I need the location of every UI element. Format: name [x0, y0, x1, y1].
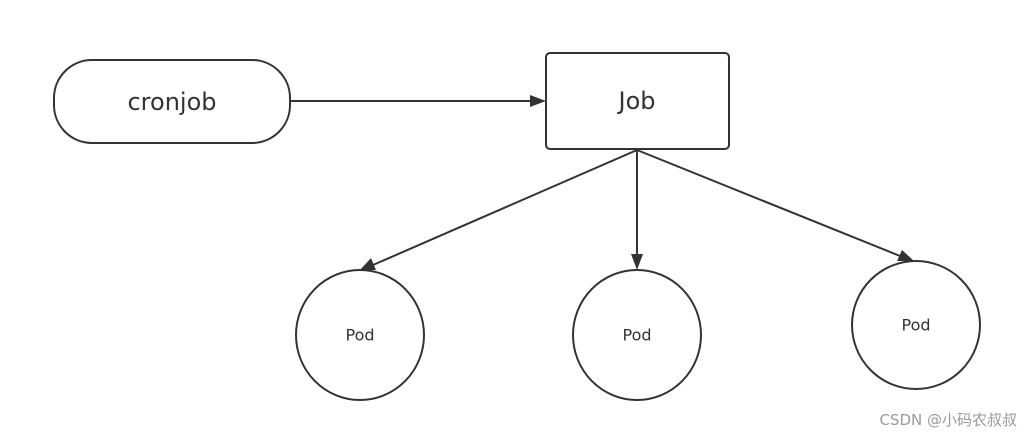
edge-job-to-pod-1 [372, 149, 638, 266]
edge-job-to-pod-3 [636, 149, 901, 257]
watermark-text: CSDN @小码农叔叔 [879, 411, 1017, 429]
pod-2-shape [572, 269, 702, 401]
node-cronjob[interactable]: cronjob [53, 59, 291, 144]
edges [290, 95, 914, 270]
node-pod-1[interactable]: Pod [295, 269, 425, 401]
arrowhead-pod-1 [360, 258, 376, 270]
arrowhead-pod-2 [631, 254, 643, 270]
job-label: Job [617, 87, 656, 115]
pod-1-shape [295, 269, 425, 401]
pod-3-shape [851, 260, 981, 390]
pod-1-label: Pod [345, 326, 374, 345]
job-shape [545, 52, 730, 150]
cronjob-shape [53, 59, 291, 144]
pod-3-label: Pod [901, 316, 930, 335]
arrowhead-job [530, 95, 546, 107]
node-job[interactable]: Job [545, 52, 730, 150]
cronjob-label: cronjob [127, 88, 216, 116]
pod-2-label: Pod [622, 326, 651, 345]
node-pod-3[interactable]: Pod [851, 260, 981, 390]
node-pod-2[interactable]: Pod [572, 269, 702, 401]
arrowhead-pod-3 [897, 250, 914, 261]
